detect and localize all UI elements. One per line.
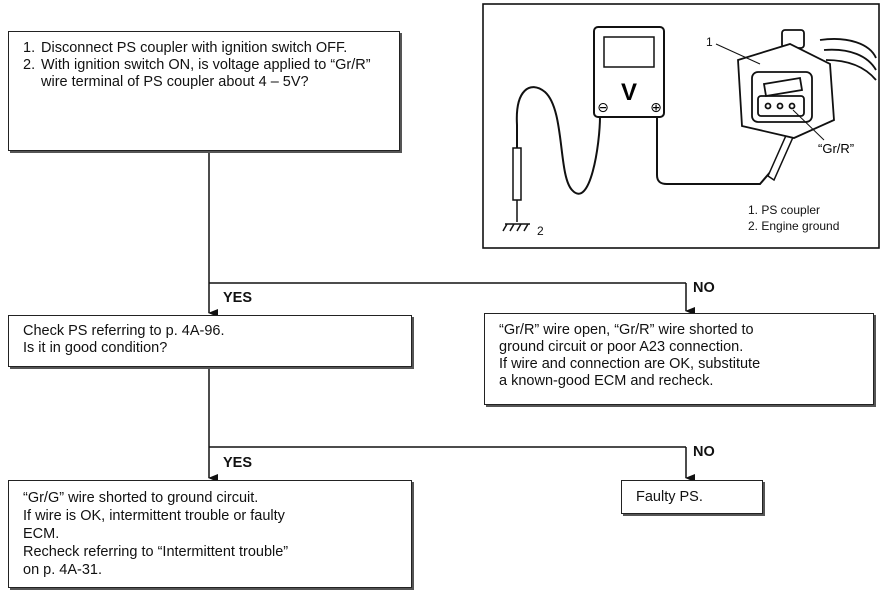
no1-result-box: “Gr/R” wire open, “Gr/R” wire shorted to… xyxy=(484,313,874,405)
meter-symbol: V xyxy=(621,79,637,106)
meter-minus-terminal: ⊖ xyxy=(597,100,609,116)
faulty-ps-text: Faulty PS. xyxy=(636,489,703,505)
gr-r-wire-label: “Gr/R” xyxy=(818,141,854,156)
step-2-text: With ignition switch ON, is voltage appl… xyxy=(41,57,371,90)
voltmeter-icon xyxy=(593,26,665,118)
callout-1: 1 xyxy=(706,35,713,49)
wire-label-leader xyxy=(792,109,825,141)
branch2-no-label: NO xyxy=(693,444,715,460)
no2-result-box: Faulty PS. xyxy=(621,480,763,514)
no1-line-1: “Gr/R” wire open, “Gr/R” wire shorted to xyxy=(499,322,754,338)
step-1-number: 1. xyxy=(23,40,36,56)
yes2-result-box: “Gr/G” wire shorted to ground circuit. I… xyxy=(8,480,412,588)
no1-line-3: If wire and connection are OK, substitut… xyxy=(499,356,761,372)
ps-coupler-icon xyxy=(737,29,877,139)
branch1-no-label: NO xyxy=(693,280,715,296)
yes2-line-3: ECM. xyxy=(23,526,60,542)
legend-item-2: 2. Engine ground xyxy=(748,219,839,233)
no1-line-2: ground circuit or poor A23 connection. xyxy=(499,339,744,355)
branch2-yes-label: YES xyxy=(223,455,253,471)
callout-1-leader xyxy=(715,43,761,65)
legend-item-1: 1. PS coupler xyxy=(748,203,820,217)
negative-lead xyxy=(515,86,601,195)
branch1-yes-label: YES xyxy=(223,290,253,306)
check-ps-box: Check PS referring to p. 4A-96. Is it in… xyxy=(8,315,412,367)
negative-probe xyxy=(512,147,522,201)
question-box: 1. Disconnect PS coupler with ignition s… xyxy=(8,31,400,151)
positive-lead xyxy=(656,116,773,185)
check-ps-line-1: Check PS referring to p. 4A-96. xyxy=(23,323,225,339)
yes2-line-1: “Gr/G” wire shorted to ground circuit. xyxy=(23,490,259,506)
yes2-line-5: on p. 4A-31. xyxy=(23,562,102,578)
check-ps-line-2: Is it in good condition? xyxy=(23,340,168,356)
yes2-line-2: If wire is OK, intermittent trouble or f… xyxy=(23,508,285,524)
callout-2: 2 xyxy=(537,224,544,238)
step-2-number: 2. xyxy=(23,57,36,73)
meter-plus-terminal: ⊕ xyxy=(650,100,662,116)
step-1-text: Disconnect PS coupler with ignition swit… xyxy=(41,40,348,56)
step-1: 1. Disconnect PS coupler with ignition s… xyxy=(23,40,389,57)
ground-symbol-icon xyxy=(502,223,530,232)
no1-line-4: a known-good ECM and recheck. xyxy=(499,373,714,389)
step-2: 2. With ignition switch ON, is voltage a… xyxy=(23,57,389,91)
yes2-line-4: Recheck referring to “Intermittent troub… xyxy=(23,544,289,560)
